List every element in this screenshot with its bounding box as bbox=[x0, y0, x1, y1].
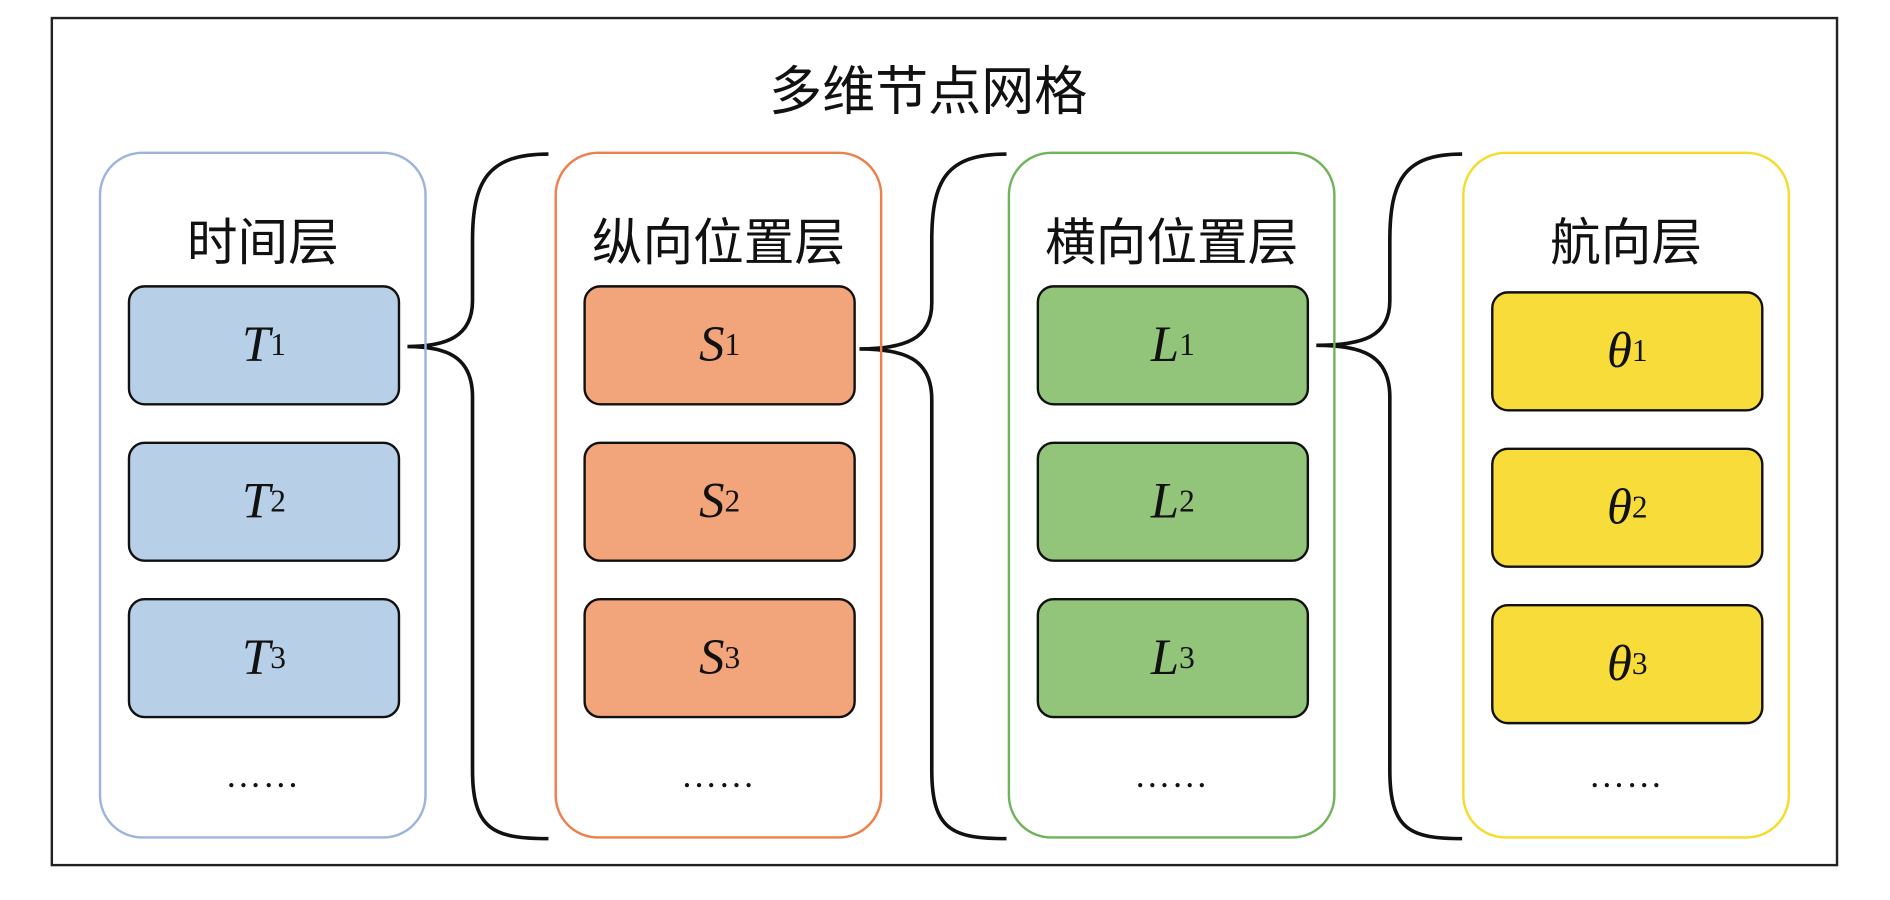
node-index: 1 bbox=[724, 327, 741, 363]
layer-title: 时间层 bbox=[186, 216, 339, 272]
outer-frame bbox=[50, 16, 1839, 867]
brace-1 bbox=[407, 152, 549, 841]
node-index: 3 bbox=[1631, 646, 1648, 682]
node-index: 3 bbox=[724, 640, 741, 675]
node-index: 3 bbox=[1179, 640, 1195, 675]
node-symbol: T bbox=[242, 630, 271, 686]
layer-title: 航向层 bbox=[1550, 216, 1703, 272]
brace-3 bbox=[1316, 152, 1463, 841]
node-index: 2 bbox=[1631, 489, 1648, 525]
node-symbol: T bbox=[242, 474, 271, 530]
node-index: 2 bbox=[1179, 483, 1195, 519]
ellipsis: …… bbox=[1588, 755, 1664, 796]
diagram-title: 多维节点网格 bbox=[769, 62, 1088, 122]
node-symbol: S bbox=[699, 474, 725, 530]
ellipsis: …… bbox=[1134, 755, 1210, 796]
node-index: 1 bbox=[1631, 333, 1648, 369]
node-symbol: θ bbox=[1607, 480, 1632, 536]
layer-title: 横向位置层 bbox=[1045, 216, 1299, 272]
node-symbol: L bbox=[1150, 474, 1180, 530]
node-symbol: θ bbox=[1607, 323, 1632, 380]
node-symbol: L bbox=[1150, 630, 1180, 686]
node-symbol: θ bbox=[1607, 636, 1632, 692]
ellipsis: …… bbox=[681, 755, 756, 796]
node-symbol: S bbox=[699, 317, 725, 373]
ellipsis: …… bbox=[225, 755, 301, 796]
layer-title: 纵向位置层 bbox=[591, 216, 845, 272]
node-symbol: L bbox=[1150, 317, 1180, 373]
node-index: 2 bbox=[270, 483, 286, 519]
node-index: 1 bbox=[270, 327, 286, 363]
node-index: 3 bbox=[270, 640, 286, 675]
brace-2 bbox=[859, 152, 1007, 841]
node-symbol: S bbox=[699, 630, 725, 686]
node-index: 1 bbox=[1179, 327, 1195, 363]
node-symbol: T bbox=[242, 317, 271, 373]
node-index: 2 bbox=[724, 483, 741, 519]
